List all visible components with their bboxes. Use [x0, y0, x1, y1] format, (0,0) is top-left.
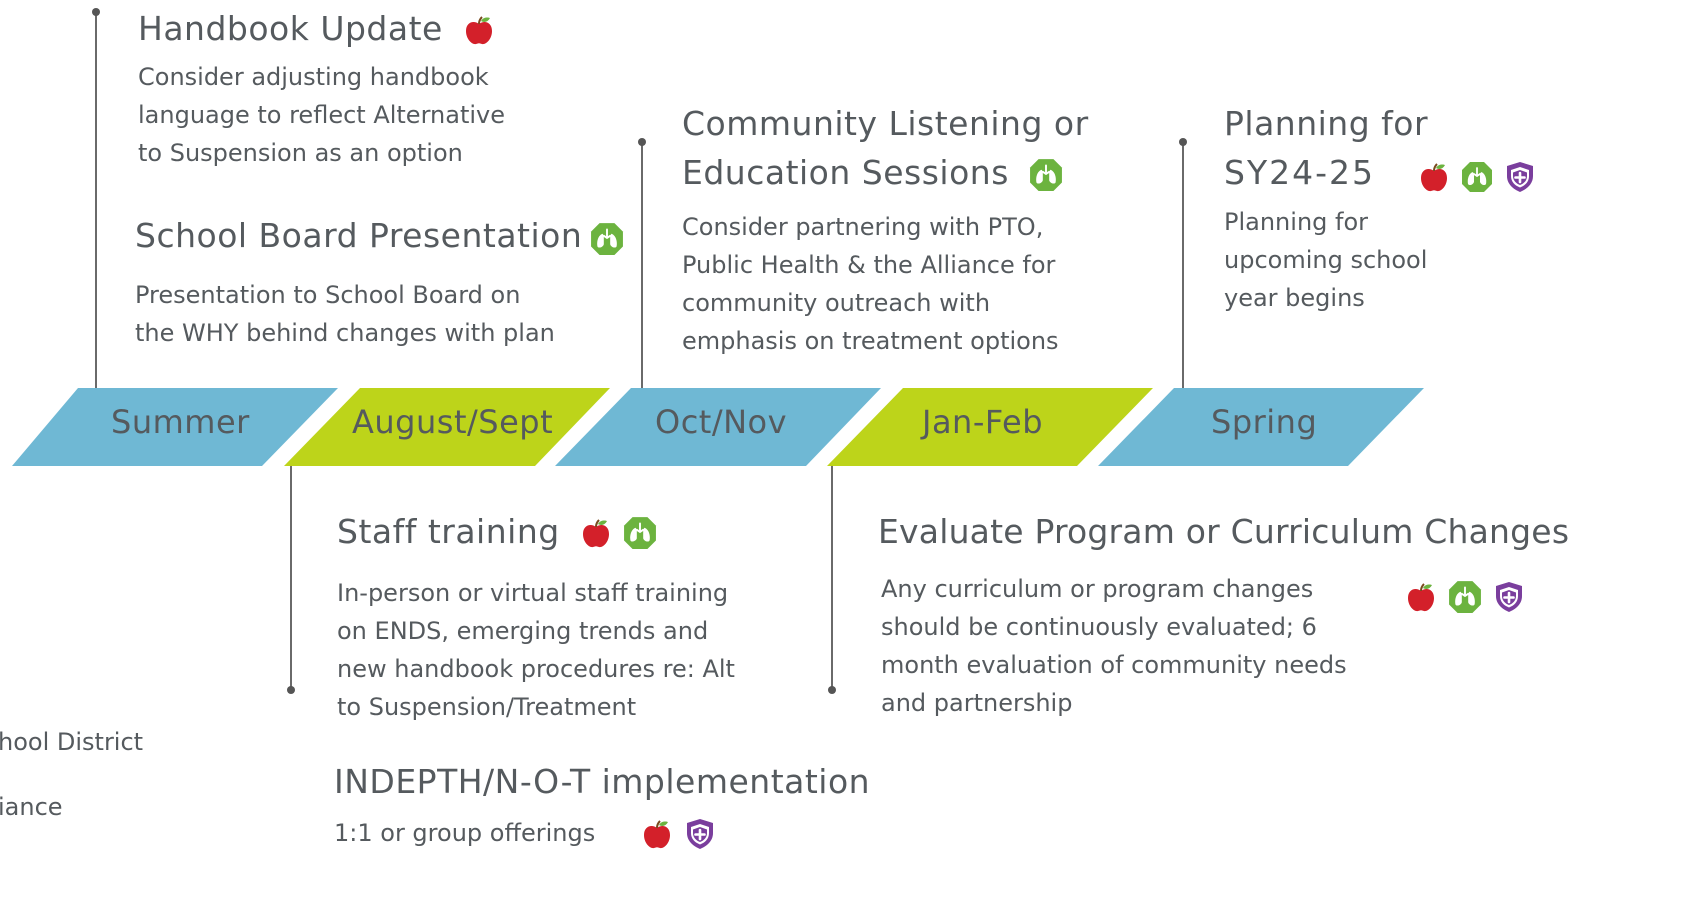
evaluate-line: should be continuously evaluated; 6	[881, 613, 1317, 641]
connector-dot	[638, 138, 646, 146]
evaluate-title: Evaluate Program or Curriculum Changes	[878, 512, 1570, 551]
evaluate-line: Any curriculum or program changes	[881, 575, 1314, 603]
handbook-line: Consider adjusting handbook	[138, 63, 489, 91]
board-line: the WHY behind changes with plan	[135, 319, 555, 347]
planning-title-line-1: Planning for	[1224, 104, 1429, 143]
apple-icon	[1405, 581, 1437, 613]
lungs-icon	[623, 516, 657, 550]
apple-icon	[1418, 161, 1450, 193]
apple-icon	[641, 818, 673, 850]
connector-planning	[1182, 142, 1184, 390]
planning-line: year begins	[1224, 284, 1365, 312]
lungs-icon	[1448, 580, 1482, 614]
period-label-jan-feb: Jan-Feb	[922, 403, 1044, 441]
shield-icon	[1493, 581, 1525, 613]
period-label-spring: Spring	[1211, 403, 1318, 441]
board-icons	[590, 222, 624, 256]
indepth-description: 1:1 or group offerings	[334, 814, 595, 852]
planning-icons	[1418, 161, 1536, 193]
staff-icons	[580, 516, 657, 550]
staff-line: on ENDS, emerging trends and	[337, 617, 709, 645]
shield-icon	[1504, 161, 1536, 193]
connector-dot	[828, 686, 836, 694]
lungs-icon	[1461, 161, 1493, 193]
period-label-august-sept: August/Sept	[352, 403, 554, 441]
connector-dot	[92, 8, 100, 16]
staff-line: In-person or virtual staff training	[337, 579, 729, 607]
legend-item-alliance: iance	[0, 793, 63, 821]
community-line: Public Health & the Alliance for	[682, 251, 1056, 279]
period-shape-jan-feb	[827, 388, 1153, 466]
connector-handbook	[95, 12, 97, 390]
period-shape-oct-nov	[555, 388, 881, 466]
connector-dot	[287, 686, 295, 694]
period-label-summer: Summer	[111, 403, 250, 441]
community-title-line-1: Community Listening or	[682, 104, 1089, 143]
period-shape-summer	[12, 388, 338, 466]
community-line: emphasis on treatment options	[682, 327, 1059, 355]
community-line: community outreach with	[682, 289, 991, 317]
community-icons	[1029, 158, 1063, 192]
community-description: Consider partnering with PTO, Public Hea…	[682, 208, 1059, 360]
staff-line: new handbook procedures re: Alt	[337, 655, 735, 683]
apple-icon	[580, 517, 612, 549]
board-description: Presentation to School Board on the WHY …	[135, 276, 555, 352]
staff-line: to Suspension/Treatment	[337, 693, 637, 721]
staff-title: Staff training	[337, 512, 560, 551]
handbook-icons	[463, 14, 495, 46]
indepth-title: INDEPTH/N-O-T implementation	[334, 762, 871, 801]
period-shape-spring	[1098, 388, 1424, 466]
apple-icon	[463, 14, 495, 46]
lungs-icon	[590, 222, 624, 256]
planning-line: upcoming school	[1224, 246, 1428, 274]
board-line: Presentation to School Board on	[135, 281, 521, 309]
legend-item-school-district: hool District	[0, 728, 144, 756]
planning-line: Planning for	[1224, 208, 1369, 236]
period-shape-august-sept	[284, 388, 610, 466]
evaluate-icons	[1405, 580, 1525, 614]
planning-description: Planning for upcoming school year begins	[1224, 203, 1427, 317]
connector-evaluate	[831, 464, 833, 690]
period-label-oct-nov: Oct/Nov	[655, 403, 788, 441]
indepth-icons	[641, 818, 716, 850]
handbook-description: Consider adjusting handbook language to …	[138, 58, 505, 172]
shield-icon	[684, 818, 716, 850]
community-title-line-2: Education Sessions	[682, 153, 1009, 192]
handbook-line: to Suspension as an option	[138, 139, 463, 167]
board-title: School Board Presentation	[135, 216, 583, 255]
indepth-line: 1:1 or group offerings	[334, 819, 596, 847]
timeline-band	[12, 388, 1424, 466]
evaluate-line: month evaluation of community needs	[881, 651, 1347, 679]
community-line: Consider partnering with PTO,	[682, 213, 1044, 241]
connector-community	[641, 142, 643, 390]
planning-title-line-2: SY24-25	[1224, 153, 1375, 192]
evaluate-line: and partnership	[881, 689, 1073, 717]
connector-dot	[1179, 138, 1187, 146]
staff-description: In-person or virtual staff training on E…	[337, 574, 735, 726]
handbook-line: language to reflect Alternative	[138, 101, 505, 129]
connector-staff	[290, 464, 292, 690]
handbook-title: Handbook Update	[138, 9, 443, 48]
lungs-icon	[1029, 158, 1063, 192]
evaluate-description: Any curriculum or program changes should…	[881, 570, 1347, 722]
